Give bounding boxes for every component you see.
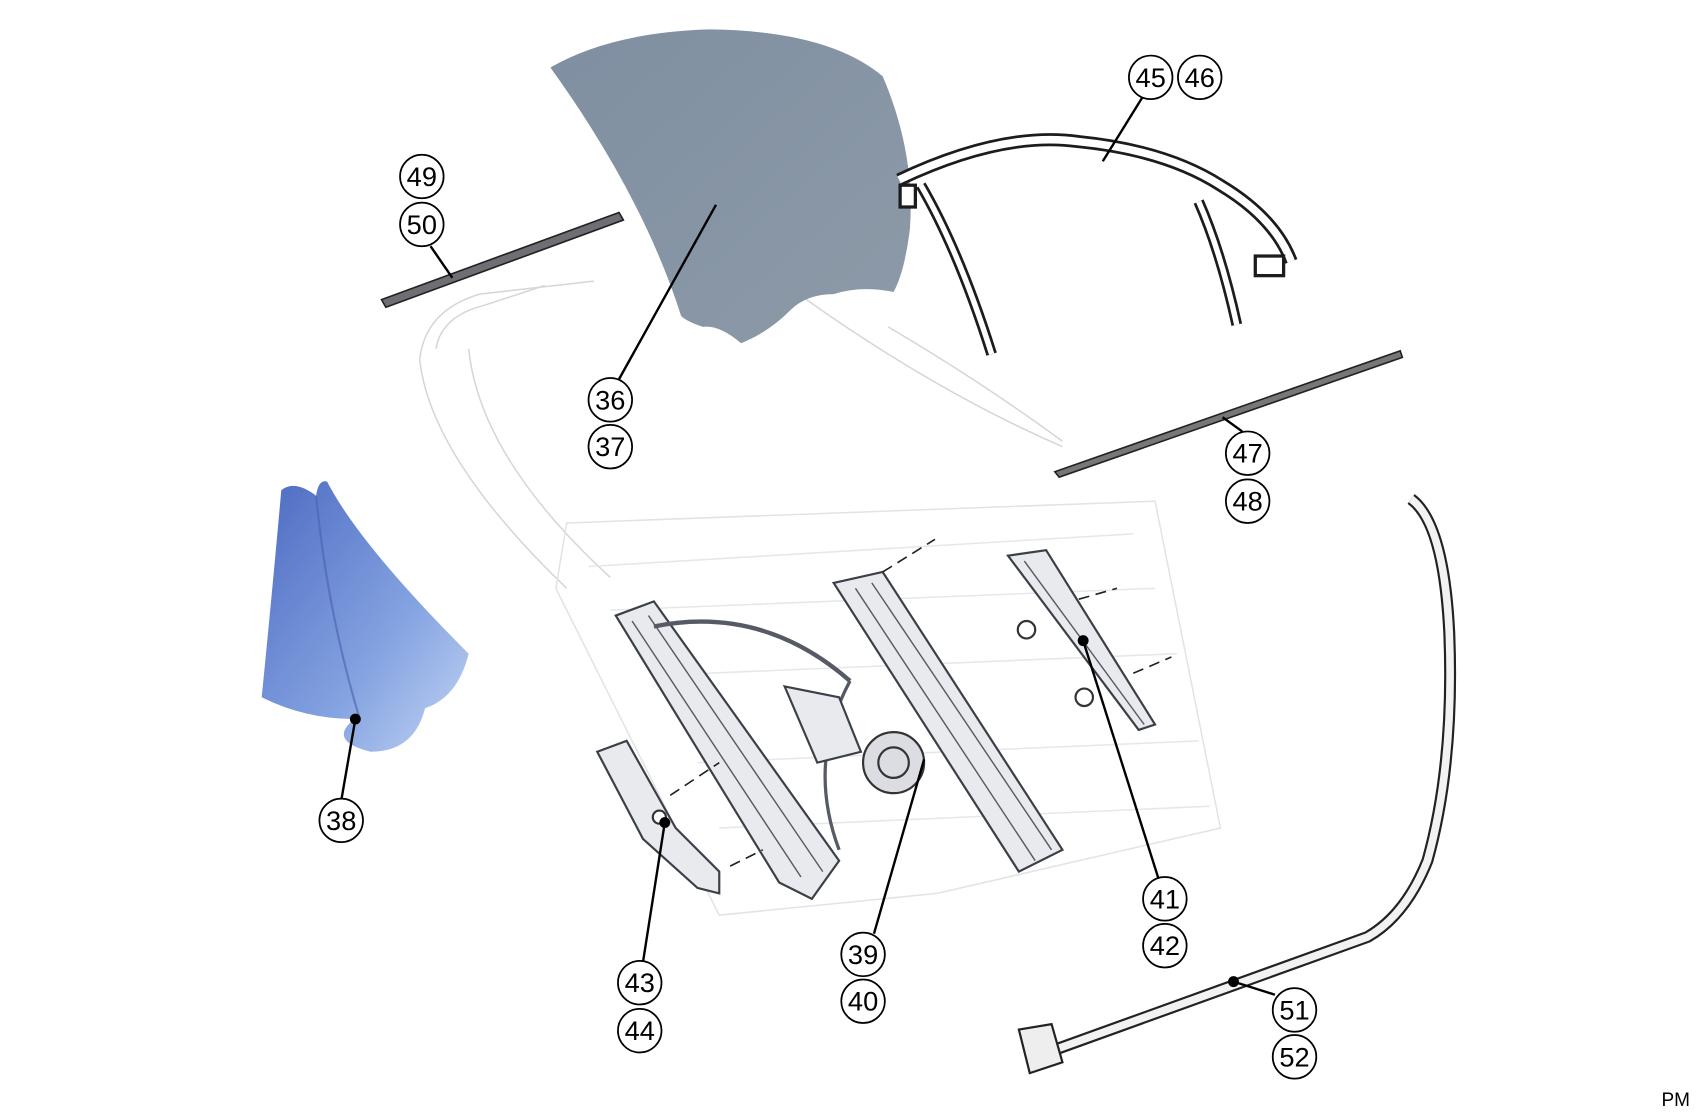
callout-42: 42 (1142, 923, 1188, 969)
callout-51: 51 (1271, 987, 1318, 1033)
svg-text:37: 37 (595, 431, 625, 462)
callout-41: 41 (1142, 876, 1188, 922)
leader-lines (340, 97, 1276, 996)
callout-44: 44 (617, 1007, 663, 1054)
callout-37: 37 (587, 424, 633, 470)
svg-text:41: 41 (1150, 883, 1180, 914)
svg-text:40: 40 (848, 986, 878, 1017)
door-outline (418, 280, 1222, 916)
svg-text:36: 36 (595, 384, 625, 415)
svg-text:46: 46 (1185, 62, 1215, 93)
callout-39: 39 (840, 931, 886, 978)
callout-46: 46 (1177, 54, 1223, 101)
svg-text:50: 50 (407, 209, 437, 240)
svg-text:52: 52 (1279, 1041, 1309, 1072)
svg-text:45: 45 (1136, 62, 1166, 93)
callout-50: 50 (399, 201, 445, 248)
outer-belt-seal (1053, 349, 1404, 479)
callout-43: 43 (617, 960, 663, 1006)
window-regulator (614, 570, 1065, 901)
callout-47: 47 (1225, 430, 1271, 476)
callout-48: 48 (1225, 478, 1271, 524)
svg-text:48: 48 (1233, 486, 1263, 517)
svg-text:39: 39 (848, 939, 878, 970)
window-frame (896, 133, 1298, 356)
svg-text:38: 38 (326, 805, 356, 836)
svg-text:49: 49 (407, 161, 437, 192)
sunshade (261, 481, 469, 752)
svg-text:47: 47 (1233, 438, 1263, 469)
callout-36: 36 (587, 377, 633, 423)
regulator-bracket (595, 739, 721, 895)
inner-belt-seal (380, 211, 625, 309)
svg-text:44: 44 (625, 1015, 655, 1046)
door-seal (1017, 494, 1457, 1075)
svg-text:51: 51 (1279, 994, 1309, 1025)
dashes (669, 538, 1172, 867)
footer-code: PM (1661, 1090, 1691, 1111)
door-glass (550, 29, 911, 344)
callout-38: 38 (318, 797, 364, 844)
callout-40: 40 (840, 978, 886, 1024)
svg-text:42: 42 (1150, 930, 1180, 961)
callout-45: 45 (1128, 54, 1174, 101)
callout-49: 49 (399, 153, 445, 200)
callout-52: 52 (1271, 1034, 1318, 1080)
svg-text:43: 43 (625, 967, 655, 998)
